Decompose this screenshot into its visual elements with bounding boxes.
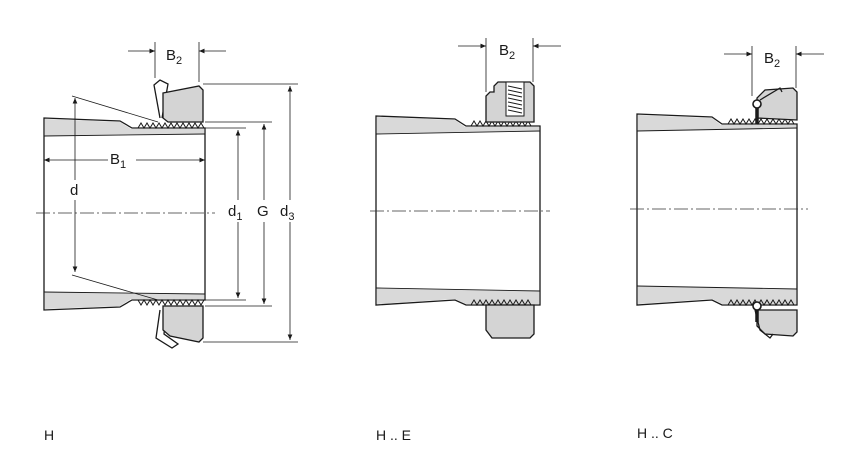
locknut-bottom-he [485, 304, 535, 339]
thread-top-h [137, 122, 205, 129]
thread-top-hc [727, 118, 795, 125]
label-b2-hc: B2 [764, 50, 780, 70]
caption-he: H .. E [376, 427, 411, 443]
thread-bottom-h [137, 299, 205, 306]
label-b1: B1 [110, 151, 126, 171]
thread-top-he [470, 120, 532, 127]
sleeve-band-top-h [45, 119, 204, 136]
caption-h: H [44, 427, 54, 443]
clip-bottom-icon [752, 301, 762, 311]
set-screw-thread [507, 85, 523, 114]
locknut-bottom-h [162, 305, 204, 343]
label-d3: d3 [280, 203, 294, 223]
locknut-top-h [162, 85, 204, 123]
sleeve-body-he [375, 115, 541, 306]
clip-top-icon [752, 99, 762, 109]
label-d1: d1 [228, 203, 242, 223]
sleeve-band-bottom-h [45, 292, 204, 309]
label-b2-h: B2 [166, 47, 182, 67]
sleeve-body-h [43, 117, 206, 311]
figure-hc: B2 [630, 46, 824, 339]
thread-bottom-hc [727, 299, 795, 306]
locknut-bottom-hc [756, 309, 798, 337]
sleeve-body-hc [636, 113, 798, 306]
caption-hc: H .. C [637, 425, 673, 441]
locknut-top-hc [756, 87, 798, 121]
label-g: G [257, 203, 269, 220]
label-b2-he: B2 [499, 42, 515, 62]
label-d: d [70, 182, 78, 199]
figure-h: B2 B1 d d1 G d3 [36, 42, 302, 349]
figure-he: B2 [370, 38, 561, 339]
